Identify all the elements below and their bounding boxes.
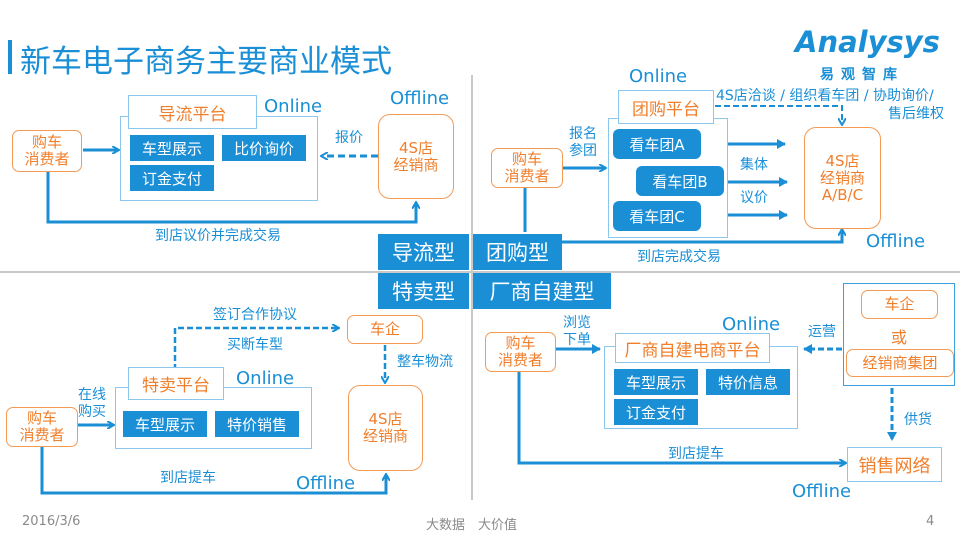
q4-browse-label-line2: 下单	[563, 332, 591, 348]
q1-dealer-line1: 4S店	[398, 138, 434, 157]
q3-online-label: Online	[236, 368, 295, 389]
q2-dealer-box: 4S店 经销商 A/B/C	[804, 127, 881, 229]
q2-offline-label: Offline	[866, 231, 926, 252]
q4-consumer-line2: 消费者	[497, 351, 543, 369]
title-accent-bar	[8, 40, 12, 74]
q3-bottom-path	[40, 445, 386, 495]
analysys-logo: Analysys	[795, 25, 940, 59]
q1-consumer-line1: 购车	[31, 133, 62, 151]
q2-top-label-2: 售后维权	[888, 106, 944, 122]
q1-offline-label: Offline	[390, 88, 450, 109]
q2-bottom-path	[560, 230, 842, 244]
q2-consumer-line2: 消费者	[504, 167, 550, 185]
page-title: 新车电子商务主要商业模式	[20, 44, 392, 80]
q4-dealer-group-box: 经销商集团	[846, 349, 954, 377]
q2-top-label-1: 4S店洽谈 / 组织看车团 / 协助询价/	[716, 88, 934, 104]
q3-consumer-line1: 购车	[26, 409, 57, 427]
q3-consumer-box: 购车 消费者	[6, 407, 78, 447]
q4-consumer-line1: 购车	[505, 334, 536, 352]
q3-buyout-label: 买断车型	[227, 337, 283, 353]
q2-dealer-line2: 经销商	[819, 168, 865, 187]
q3-platform-title: 特卖平台	[128, 367, 224, 400]
q1-platform-title: 导流平台	[128, 95, 257, 129]
q2-consumer-box: 购车 消费者	[491, 148, 563, 188]
q2-online-label: Online	[629, 66, 688, 87]
q4-offline-label: Offline	[792, 481, 852, 502]
q3-maker-box: 车企	[347, 315, 423, 344]
q1-consumer-line2: 消费者	[24, 150, 70, 168]
quadrant-label-group-buy: 团购型	[473, 234, 562, 270]
q4-bottom-path	[517, 370, 845, 463]
analysys-logo-subtitle: 易观智库	[820, 67, 904, 83]
q3-contract-label: 签订合作协议	[213, 307, 297, 323]
q3-dealer-line2: 经销商	[362, 427, 408, 445]
q1-bottom-label: 到店议价并完成交易	[155, 228, 281, 244]
q3-bottom-label: 到店提车	[160, 470, 216, 486]
q2-group-a: 看车团A	[613, 129, 701, 159]
q2-negotiate-label-1: 集体	[740, 157, 768, 173]
q4-feature-deposit-payment: 订金支付	[614, 399, 698, 425]
q2-group-c: 看车团C	[613, 201, 701, 231]
q1-feature-model-display: 车型展示	[130, 135, 214, 161]
q1-bottom-path	[46, 172, 416, 224]
q1-dealer-line2: 经销商	[393, 155, 439, 174]
q2-group-b: 看车团B	[636, 166, 724, 196]
q2-join-label-line1: 报名	[569, 126, 597, 142]
q3-dealer-line1: 4S店	[368, 410, 403, 428]
q2-platform-title: 团购平台	[618, 90, 714, 124]
footer-page-number: 4	[926, 514, 935, 529]
q1-quote-label: 报价	[335, 130, 363, 146]
q2-platform-to-dealer-dashed	[715, 105, 842, 124]
q2-consumer-line1: 购车	[511, 150, 542, 168]
q3-buy-label: 在线 购买	[78, 387, 106, 421]
quadrant-label-manufacturer: 厂商自建型	[473, 273, 611, 309]
q4-maker-box: 车企	[861, 290, 938, 319]
q4-platform-title: 厂商自建电商平台	[615, 333, 770, 363]
q1-consumer-box: 购车 消费者	[12, 130, 82, 172]
q3-consumer-line2: 消费者	[19, 426, 65, 444]
q2-join-label: 报名 参团	[569, 126, 597, 160]
q4-feature-model-display: 车型展示	[614, 369, 698, 395]
q4-sales-network-box: 销售网络	[847, 447, 942, 482]
q3-buy-label-line2: 购买	[78, 404, 106, 420]
q2-join-label-line2: 参团	[569, 143, 597, 159]
q3-dealer-box: 4S店 经销商	[348, 385, 423, 471]
q4-browse-label-line1: 浏览	[563, 315, 591, 331]
horizontal-divider	[0, 271, 960, 273]
q2-negotiate-label-2: 议价	[740, 190, 768, 206]
q2-dealer-line1: 4S店	[825, 151, 860, 170]
q4-feature-special-info: 特价信息	[706, 369, 790, 395]
q2-dealer-line3: A/B/C	[821, 185, 864, 204]
q1-feature-price-compare: 比价询价	[222, 135, 306, 161]
q3-feature-model-display: 车型展示	[123, 411, 207, 437]
q4-or-label: 或	[891, 328, 908, 347]
q1-feature-deposit-payment: 订金支付	[130, 165, 214, 191]
q1-online-label: Online	[264, 96, 323, 117]
quadrant-label-flash-sale: 特卖型	[378, 273, 469, 309]
vertical-divider	[471, 75, 473, 500]
q3-feature-special-sale: 特价销售	[215, 411, 299, 437]
q3-offline-label: Offline	[296, 473, 356, 494]
footer-slogan: 大数据 大价值	[426, 518, 518, 533]
q4-browse-label: 浏览 下单	[563, 315, 591, 349]
q3-logistics-label: 整车物流	[397, 354, 453, 370]
quadrant-label-traffic: 导流型	[378, 234, 469, 270]
q2-bottom-label: 到店完成交易	[637, 249, 721, 265]
q4-operate-label: 运营	[808, 324, 836, 340]
footer-date: 2016/3/6	[22, 514, 81, 529]
q4-bottom-label: 到店提车	[668, 446, 724, 462]
q3-buy-label-line1: 在线	[78, 387, 106, 403]
q1-dealer-box: 4S店 经销商	[378, 114, 454, 199]
q4-consumer-box: 购车 消费者	[485, 332, 556, 372]
q4-online-label: Online	[722, 314, 781, 335]
q3-contract-dashed	[173, 328, 338, 370]
q4-supply-label: 供货	[904, 412, 932, 428]
